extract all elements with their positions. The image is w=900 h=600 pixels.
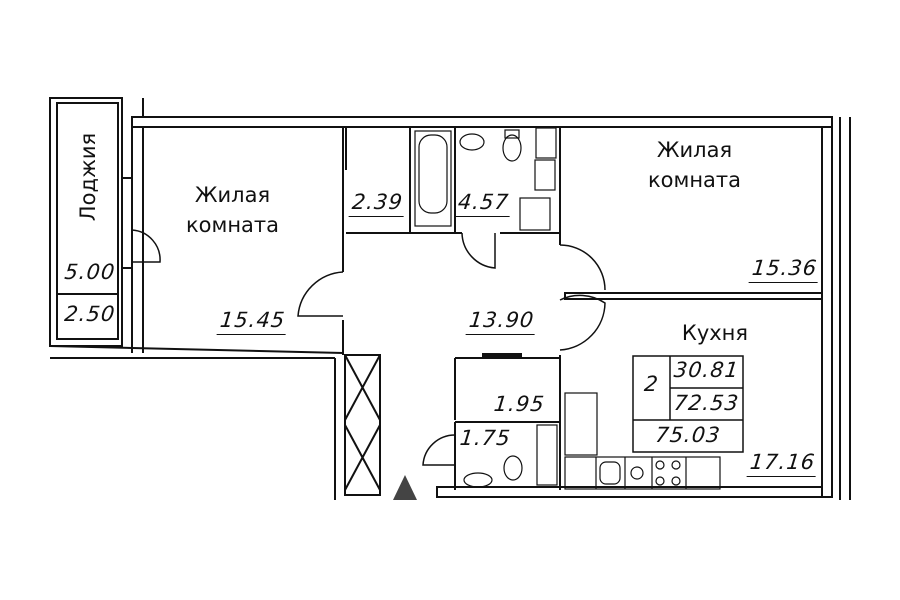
bedroom-2-label-line2: комната [647,168,742,192]
bedroom-2-label-line1: Жилая [656,138,733,162]
fixtures [414,127,721,490]
total-area: 72.53 [672,391,741,415]
loggia-area-reduced: 2.50 [63,302,117,326]
total-area-with-loggia: 75.03 [654,423,722,447]
toilet-area: 1.75 [458,426,513,450]
loggia-area-full: 5.00 [63,260,117,284]
rooms-count: 2 [643,372,660,396]
bedroom-1-label-line2: комната [185,213,280,237]
bedroom-1-label-line1: Жилая [194,183,271,207]
wardrobe-area: 2.39 [348,190,407,217]
doors [131,229,606,466]
bedroom-2-area: 15.36 [748,256,821,283]
loggia-label: Лоджия [76,132,100,222]
kitchen-area: 17.16 [746,450,819,477]
kitchen-label: Кухня [681,321,749,345]
bedroom-1-label: Жилая комната [160,180,305,240]
interior-walls [342,127,823,496]
entrance-marker [393,475,417,500]
bedroom-2-label: Жилая комната [622,135,767,195]
living-area-total: 30.81 [672,358,741,382]
bedroom-1-area: 15.45 [216,308,289,335]
summary-table-grid [632,355,744,453]
storage-area: 1.95 [492,392,547,416]
bathroom-area: 4.57 [454,190,513,217]
exterior-walls [49,98,851,500]
hallway-area: 13.90 [465,308,538,335]
